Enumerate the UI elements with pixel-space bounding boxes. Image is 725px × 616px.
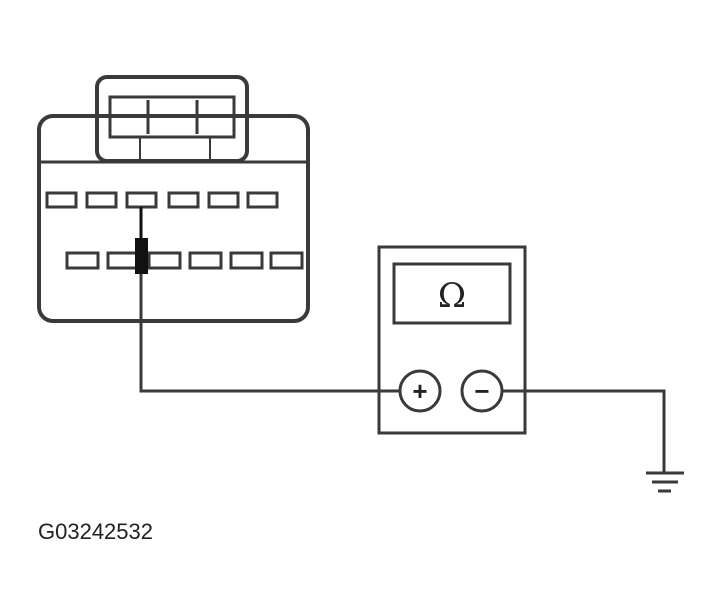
connector-housing — [37, 114, 310, 323]
pin-cavity — [246, 191, 279, 209]
probe-body — [135, 238, 148, 274]
negative-test-lead — [503, 389, 666, 472]
test-probe — [135, 207, 148, 274]
latch-inner-frame — [108, 95, 236, 139]
pin-cavity — [269, 251, 304, 270]
meter-display — [392, 262, 512, 325]
negative-terminal — [460, 369, 504, 413]
pin-cavity — [65, 251, 100, 270]
pin-cavity — [207, 191, 240, 209]
pin-cavity — [188, 251, 223, 270]
pin-cavity — [167, 191, 200, 209]
pin-cavity-tested — [125, 191, 158, 209]
figure-id-label: G03242532 — [38, 519, 153, 544]
negative-terminal-label: − — [474, 376, 489, 406]
positive-test-lead — [139, 274, 399, 393]
pin-cavity — [45, 191, 78, 209]
positive-terminal — [398, 369, 442, 413]
electrical-connector — [37, 75, 310, 323]
ground-icon — [646, 471, 684, 493]
pin-cavity — [85, 191, 118, 209]
pin-cavity — [147, 251, 182, 270]
pin-cavity — [229, 251, 264, 270]
connector-latch — [95, 75, 249, 163]
meter-body — [377, 245, 527, 435]
positive-terminal-label: + — [412, 376, 427, 406]
ohmmeter: Ω + − — [377, 245, 527, 435]
pin-cavity — [106, 251, 141, 270]
ohm-symbol: Ω — [438, 276, 466, 316]
